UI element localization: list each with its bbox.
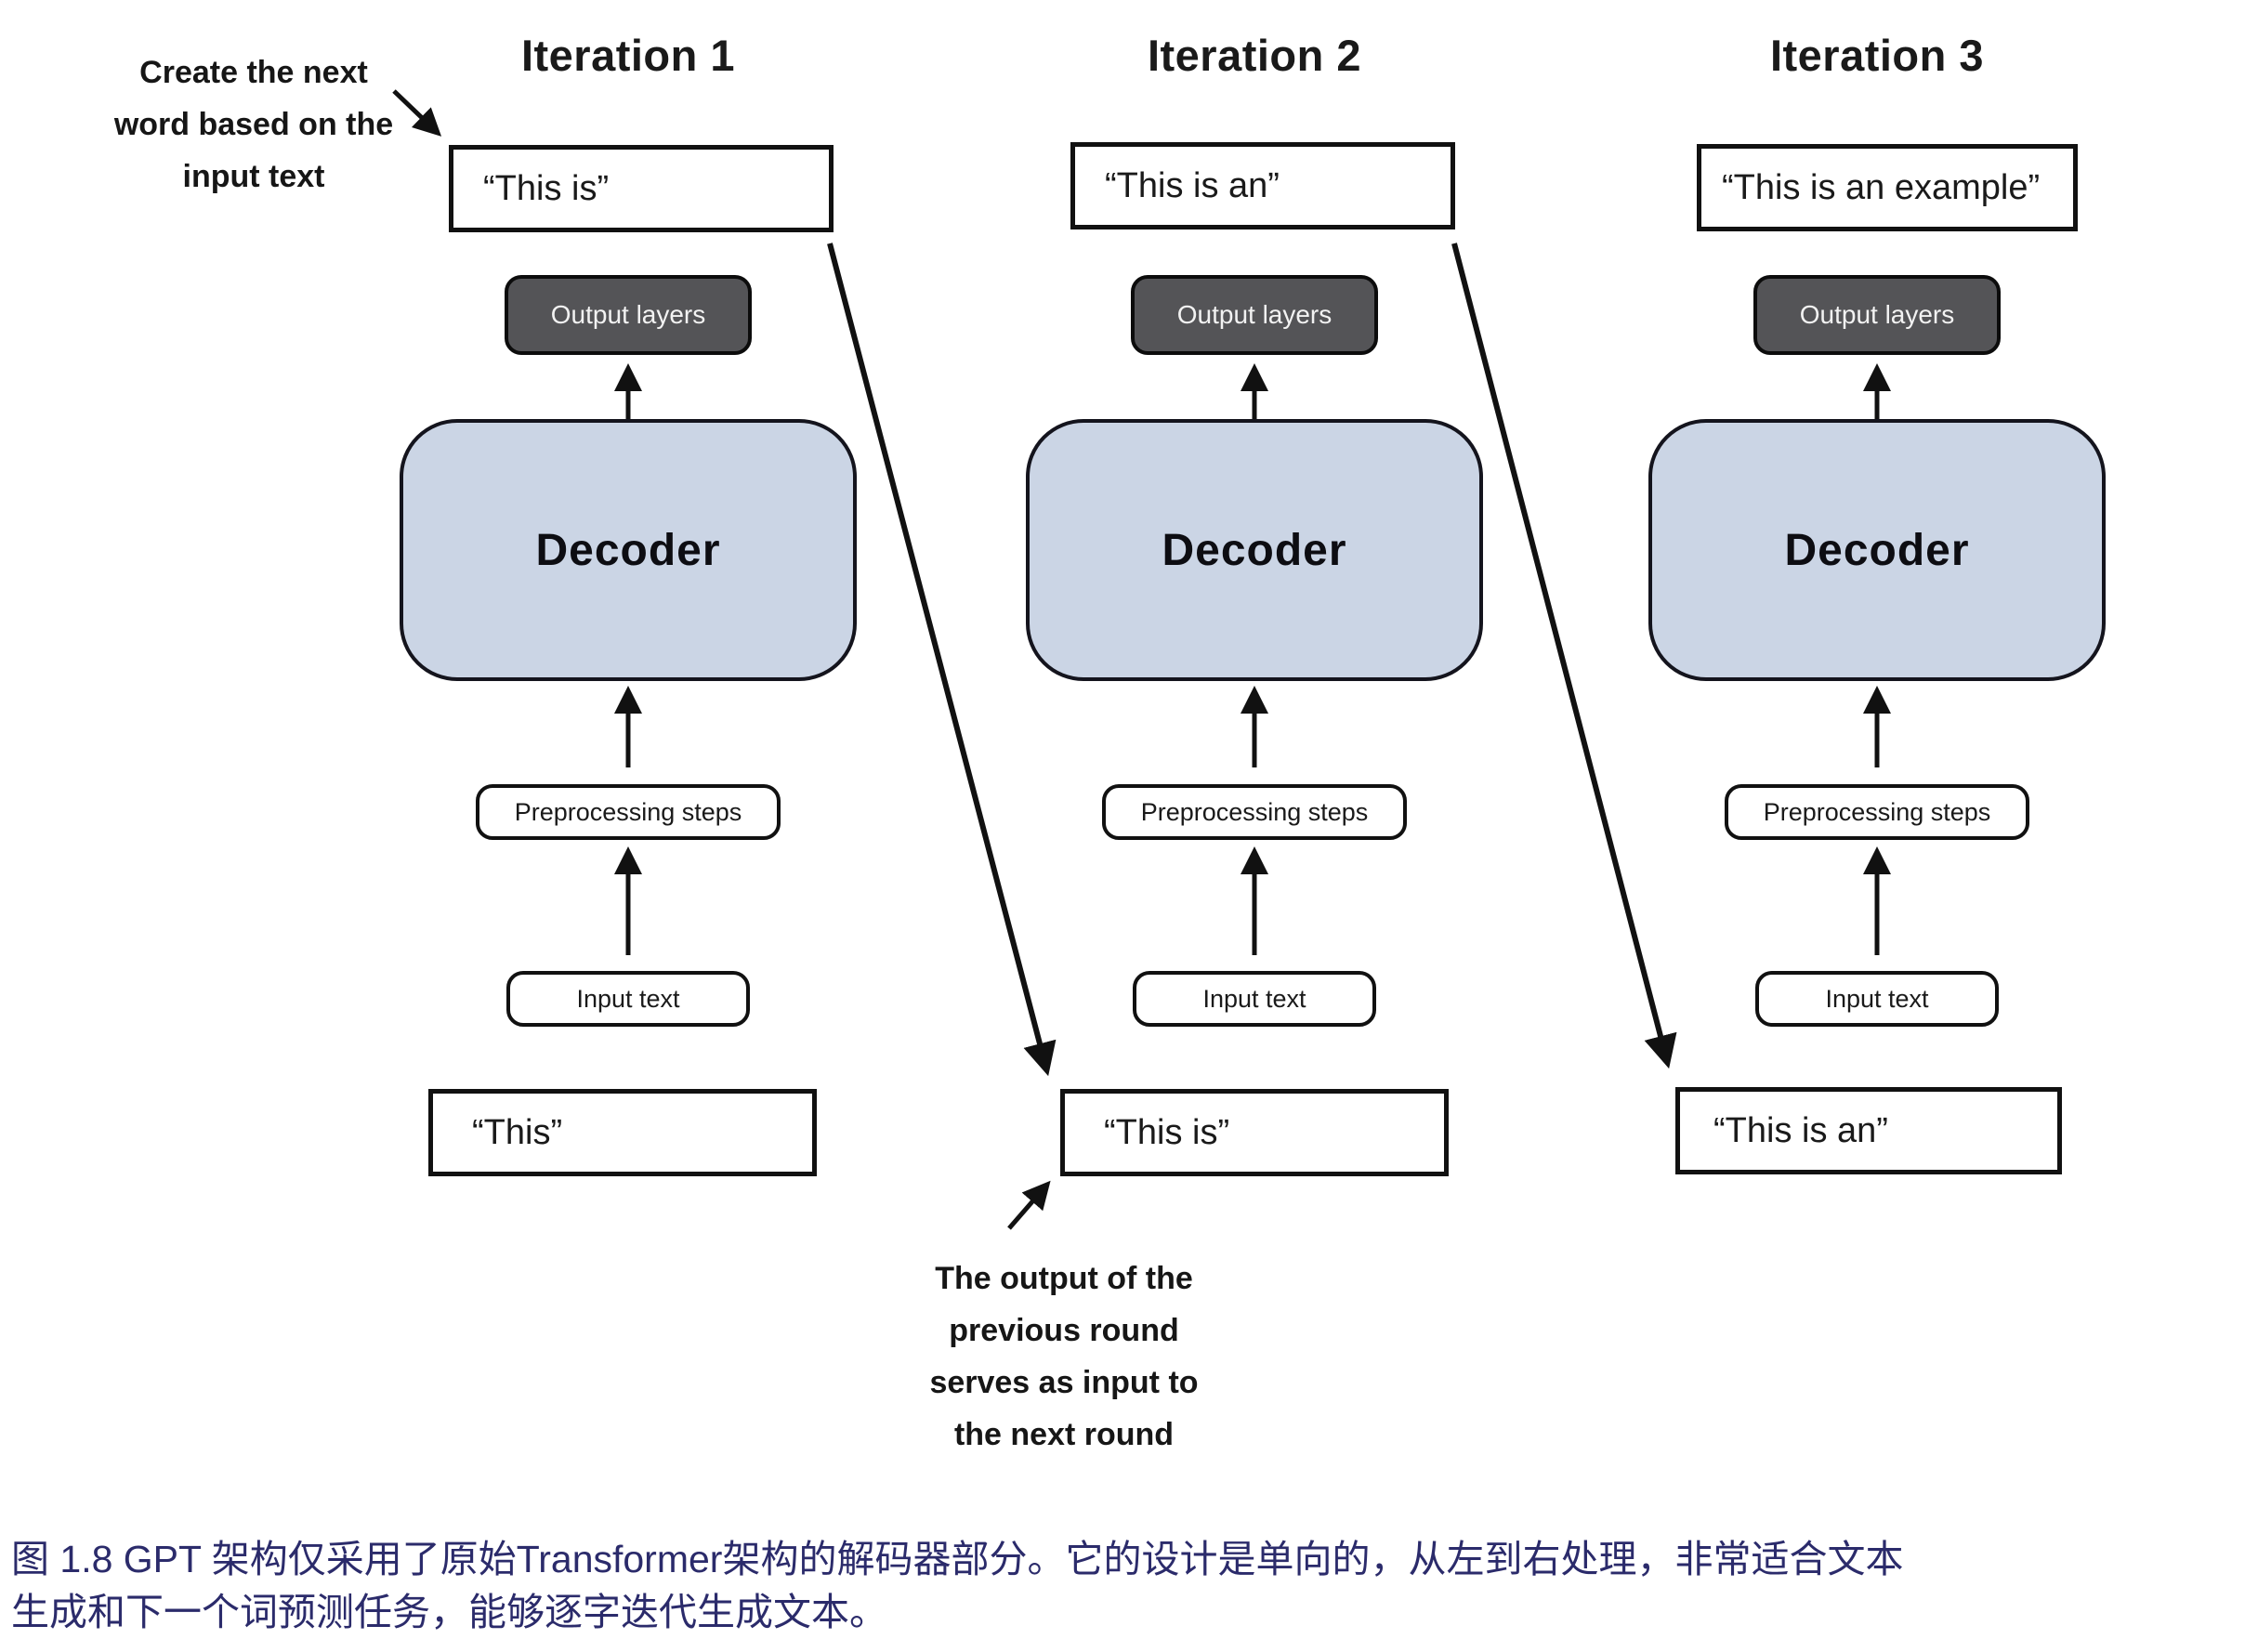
generated-text: “This is”	[483, 168, 610, 208]
generated-text: “This is an”	[1105, 165, 1280, 205]
preprocessing-box: Preprocessing steps	[1725, 784, 2029, 840]
caption-line-1: 图 1.8 GPT 架构仅采用了原始Transformer架构的解码器部分。它的…	[11, 1538, 1904, 1580]
input-string: “This is”	[1104, 1112, 1230, 1152]
input-string-box: “This is an”	[1675, 1087, 2062, 1174]
input-text-box: Input text	[1133, 971, 1376, 1027]
preprocessing-box: Preprocessing steps	[1102, 784, 1407, 840]
input-string-box: “This is”	[1060, 1089, 1449, 1176]
output-layers-box: Output layers	[505, 275, 752, 355]
arrow-bottom-note-pointer	[1007, 1180, 1051, 1230]
arrow-top-note-pointer	[392, 89, 442, 137]
preprocessing-box: Preprocessing steps	[476, 784, 781, 840]
output-layers-label: Output layers	[1799, 300, 1955, 329]
iteration-title: Iteration 1	[520, 31, 736, 80]
preprocessing-label: Preprocessing steps	[1140, 797, 1369, 826]
generated-text: “This is an example”	[1722, 167, 2041, 207]
decoder-label: Decoder	[1162, 525, 1347, 575]
decoder-label: Decoder	[535, 525, 721, 575]
top-annotation: Create the next word based on the input …	[113, 55, 394, 194]
decoder-box: Decoder	[400, 419, 857, 681]
output-layers-box: Output layers	[1753, 275, 2001, 355]
caption-line-2: 生成和下一个词预测任务，能够逐字迭代生成文本。	[11, 1591, 887, 1633]
preprocessing-label: Preprocessing steps	[1763, 797, 1991, 826]
bottom-annotation: The output of the previous round serves …	[929, 1261, 1199, 1452]
arrow-output1-to-input2	[827, 243, 1057, 1077]
generated-text-box: “This is an example”	[1697, 144, 2078, 231]
arrow-output2-to-input3	[1451, 243, 1677, 1069]
generated-text-box: “This is”	[449, 145, 834, 232]
output-layers-label: Output layers	[1176, 300, 1332, 329]
preprocessing-label: Preprocessing steps	[514, 797, 742, 826]
generated-text-box: “This is an”	[1070, 142, 1455, 229]
figure-caption: 图 1.8 GPT 架构仅采用了原始Transformer架构的解码器部分。它的…	[11, 1533, 1903, 1639]
output-layers-label: Output layers	[550, 300, 706, 329]
decoder-label: Decoder	[1784, 525, 1970, 575]
decoder-box: Decoder	[1648, 419, 2106, 681]
input-text-box: Input text	[1755, 971, 1999, 1027]
input-text-label: Input text	[1825, 984, 1929, 1013]
input-string: “This”	[472, 1112, 563, 1152]
input-text-box: Input text	[506, 971, 750, 1027]
iteration-title: Iteration 2	[1147, 31, 1362, 80]
decoder-box: Decoder	[1026, 419, 1483, 681]
input-string: “This is an”	[1713, 1110, 1888, 1150]
output-layers-box: Output layers	[1131, 275, 1378, 355]
input-string-box: “This”	[428, 1089, 817, 1176]
input-text-label: Input text	[576, 984, 680, 1013]
iteration-title: Iteration 3	[1769, 31, 1985, 80]
input-text-label: Input text	[1202, 984, 1306, 1013]
